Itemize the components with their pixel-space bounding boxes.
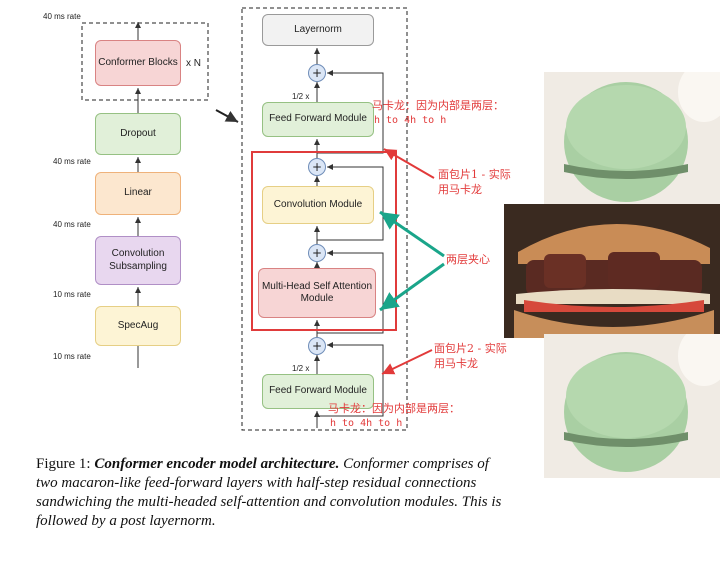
filling-note: 两层夹心: [446, 253, 490, 266]
macaron-bottom-line1: 马卡龙：因为内部是两层：: [328, 402, 460, 415]
caption-title: Conformer encoder model architecture.: [94, 456, 340, 472]
bread1-line2: 用马卡龙: [438, 183, 482, 196]
bread2-line2: 用马卡龙: [434, 357, 478, 370]
specaug-box: SpecAug: [95, 306, 181, 346]
macaron-top-line2: h to 4h to h: [374, 115, 447, 126]
macaron-bottom-line2: h to 4h to h: [330, 418, 403, 429]
dropout-box: Dropout: [95, 113, 181, 155]
rate-label-1: 40 ms rate: [53, 157, 91, 166]
linear-box: Linear: [95, 172, 181, 215]
macaron-photo-top: [544, 72, 720, 212]
conformer-blocks-frame: [81, 22, 209, 101]
ffm-bottom-box: Feed Forward Module: [262, 374, 374, 409]
bread2-note: 面包片2 - 实际 用马卡龙: [434, 341, 507, 371]
half-step-label-bottom: 1/2 x: [292, 364, 310, 373]
caption-prefix: Figure 1:: [36, 456, 95, 472]
bread1-note: 面包片1 - 实际 用马卡龙: [438, 167, 511, 197]
conformer-blocks-box: Conformer Blocks: [95, 40, 181, 86]
caption-body: Conformer comprises of two macaron-like …: [36, 456, 502, 529]
residual-add-2: +: [308, 244, 326, 262]
burger-photo: [504, 204, 720, 338]
conv-module-box: Convolution Module: [262, 186, 374, 224]
ffm-top-box: Feed Forward Module: [262, 102, 374, 137]
rate-label-bottom: 10 ms rate: [53, 352, 91, 361]
filling-highlight-box: [251, 151, 397, 331]
conv-subsampling-box: Convolution Subsampling: [95, 236, 181, 285]
figure-caption: Figure 1: Conformer encoder model archit…: [36, 455, 506, 531]
macaron-top-note: 马卡龙：因为内部是两层： h to 4h to h: [372, 98, 504, 128]
residual-add-1: +: [308, 337, 326, 355]
residual-add-3: +: [308, 158, 326, 176]
repeat-label: x N: [186, 58, 201, 69]
rate-label-top: 40 ms rate: [43, 12, 81, 21]
rate-label-3: 10 ms rate: [53, 290, 91, 299]
mhsa-box: Multi-Head Self Attention Module: [258, 268, 376, 318]
macaron-photo-bottom: [544, 334, 720, 478]
bread2-line1: 面包片2 - 实际: [434, 342, 507, 355]
macaron-bottom-note: 马卡龙：因为内部是两层： h to 4h to h: [328, 401, 460, 431]
half-step-label-top: 1/2 x: [292, 92, 310, 101]
macaron-top-line1: 马卡龙：因为内部是两层：: [372, 99, 504, 112]
block-detail-frame: [241, 7, 408, 431]
bread1-line1: 面包片1 - 实际: [438, 168, 511, 181]
layernorm-box: Layernorm: [262, 14, 374, 46]
rate-label-2: 40 ms rate: [53, 220, 91, 229]
residual-add-4: +: [308, 64, 326, 82]
